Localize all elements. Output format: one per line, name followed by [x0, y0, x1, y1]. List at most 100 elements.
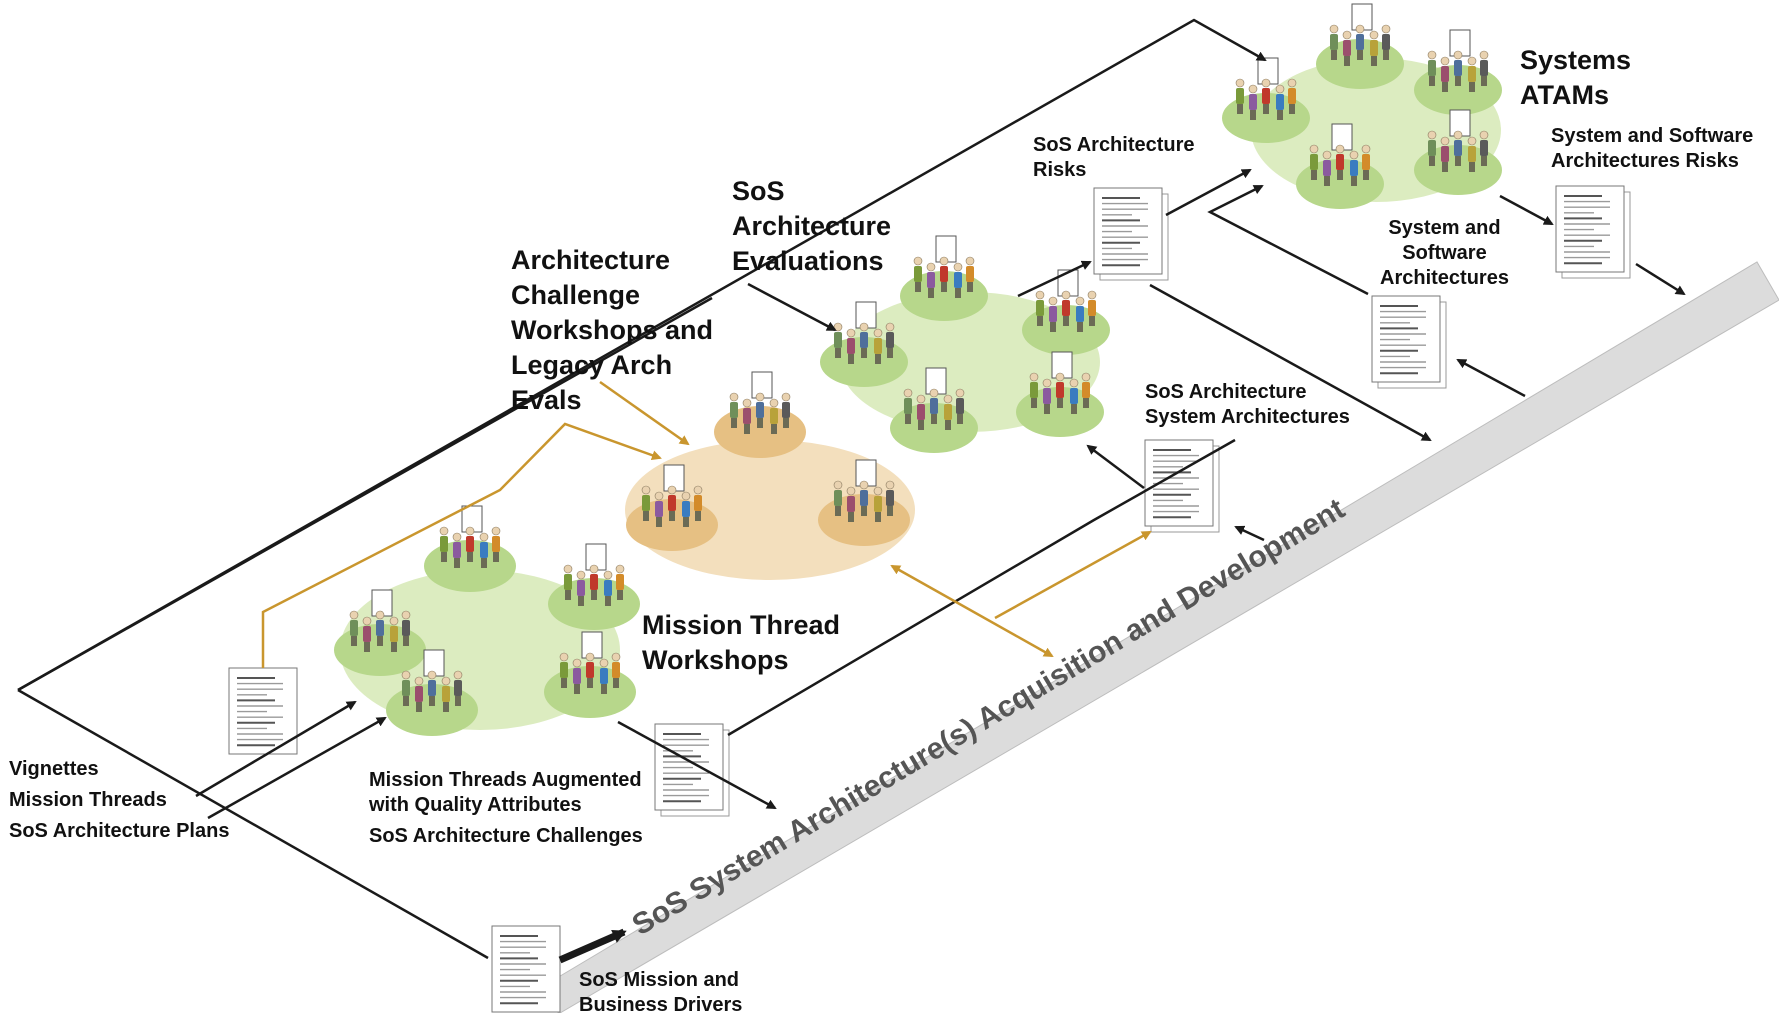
person-legs-icon: [443, 702, 449, 712]
person-head-icon: [769, 398, 779, 408]
person-legs-icon: [887, 348, 893, 358]
arrow-risks-to-atams: [1165, 168, 1252, 217]
person-icon: [1043, 388, 1051, 404]
person-icon: [1236, 88, 1244, 104]
person-legs-icon: [587, 678, 593, 688]
arrow-inputs-to-evals: [17, 296, 713, 692]
person-legs-icon: [1263, 104, 1269, 114]
person-legs-icon: [1057, 398, 1063, 408]
person-legs-icon: [875, 354, 881, 364]
arrow-inputs-to-drivers: [17, 688, 489, 960]
person-head-icon: [873, 328, 883, 338]
person-head-icon: [654, 491, 664, 501]
person-icon: [577, 580, 585, 596]
person-legs-icon: [1250, 110, 1256, 120]
person-legs-icon: [957, 414, 963, 424]
person-legs-icon: [695, 511, 701, 521]
person-legs-icon: [1344, 56, 1350, 66]
person-head-icon: [615, 564, 625, 574]
person-legs-icon: [605, 596, 611, 606]
person-icon: [590, 574, 598, 590]
person-head-icon: [859, 322, 869, 332]
person-icon: [1088, 300, 1096, 316]
person-icon: [782, 402, 790, 418]
person-legs-icon: [1481, 156, 1487, 166]
person-legs-icon: [403, 696, 409, 706]
person-head-icon: [585, 652, 595, 662]
person-head-icon: [913, 256, 923, 266]
person-icon: [1480, 60, 1488, 76]
person-legs-icon: [918, 420, 924, 430]
person-icon: [454, 680, 462, 696]
label-mt-augmented: Mission Threads Augmented with Quality A…: [369, 769, 642, 816]
person-head-icon: [943, 394, 953, 404]
person-icon: [860, 490, 868, 506]
person-head-icon: [401, 670, 411, 680]
person-head-icon: [1440, 56, 1450, 66]
person-icon: [363, 626, 371, 642]
person-legs-icon: [835, 506, 841, 516]
person-legs-icon: [848, 354, 854, 364]
person-head-icon: [885, 480, 895, 490]
person-legs-icon: [1442, 162, 1448, 172]
person-legs-icon: [915, 282, 921, 292]
person-icon: [860, 332, 868, 348]
person-legs-icon: [941, 282, 947, 292]
person-legs-icon: [731, 418, 737, 428]
person-legs-icon: [848, 512, 854, 522]
arrow-mtw-to-band: [617, 720, 777, 810]
person-head-icon: [441, 676, 451, 686]
person-head-icon: [1042, 378, 1052, 388]
person-head-icon: [589, 564, 599, 574]
person-icon: [886, 332, 894, 348]
person-icon: [966, 266, 974, 282]
person-legs-icon: [1063, 316, 1069, 326]
zone-challenge: [625, 406, 915, 580]
person-head-icon: [1309, 144, 1319, 154]
person-head-icon: [465, 526, 475, 536]
person-head-icon: [1275, 84, 1285, 94]
person-legs-icon: [861, 506, 867, 516]
person-icon: [1428, 60, 1436, 76]
person-legs-icon: [467, 552, 473, 562]
person-icon: [1468, 146, 1476, 162]
person-legs-icon: [441, 552, 447, 562]
person-icon: [874, 496, 882, 512]
person-head-icon: [641, 485, 651, 495]
person-legs-icon: [1289, 104, 1295, 114]
person-icon: [756, 402, 764, 418]
person-head-icon: [1479, 50, 1489, 60]
person-icon: [1468, 66, 1476, 82]
person-legs-icon: [643, 511, 649, 521]
person-legs-icon: [1031, 398, 1037, 408]
person-head-icon: [833, 322, 843, 332]
person-head-icon: [939, 256, 949, 266]
person-head-icon: [781, 392, 791, 402]
label-mission-drivers: SoS Mission and Business Drivers: [579, 969, 743, 1016]
arrow-band-to-sysarch: [1456, 358, 1526, 398]
person-icon: [1276, 94, 1284, 110]
person-legs-icon: [771, 424, 777, 434]
person-head-icon: [1381, 24, 1391, 34]
label-sos-challenges: SoS Architecture Challenges: [369, 825, 643, 847]
person-head-icon: [452, 532, 462, 542]
person-legs-icon: [1363, 170, 1369, 180]
person-legs-icon: [1429, 156, 1435, 166]
person-legs-icon: [1455, 76, 1461, 86]
arrow-atams-to-sysrisks: [1499, 194, 1554, 226]
person-legs-icon: [1351, 176, 1357, 186]
person-icon: [402, 680, 410, 696]
arrow-sosarch-to-evals: [1086, 444, 1145, 489]
person-head-icon: [479, 532, 489, 542]
person-legs-icon: [391, 642, 397, 652]
person-head-icon: [1440, 136, 1450, 146]
person-icon: [1049, 306, 1057, 322]
person-head-icon: [1235, 78, 1245, 88]
person-icon: [944, 404, 952, 420]
person-legs-icon: [403, 636, 409, 646]
label-systems-atams: Systems ATAMs: [1520, 45, 1632, 110]
person-head-icon: [362, 616, 372, 626]
person-icon: [586, 662, 594, 678]
label-challenge-workshops: Architecture Challenge Workshops and Leg…: [511, 245, 714, 415]
person-head-icon: [885, 322, 895, 332]
